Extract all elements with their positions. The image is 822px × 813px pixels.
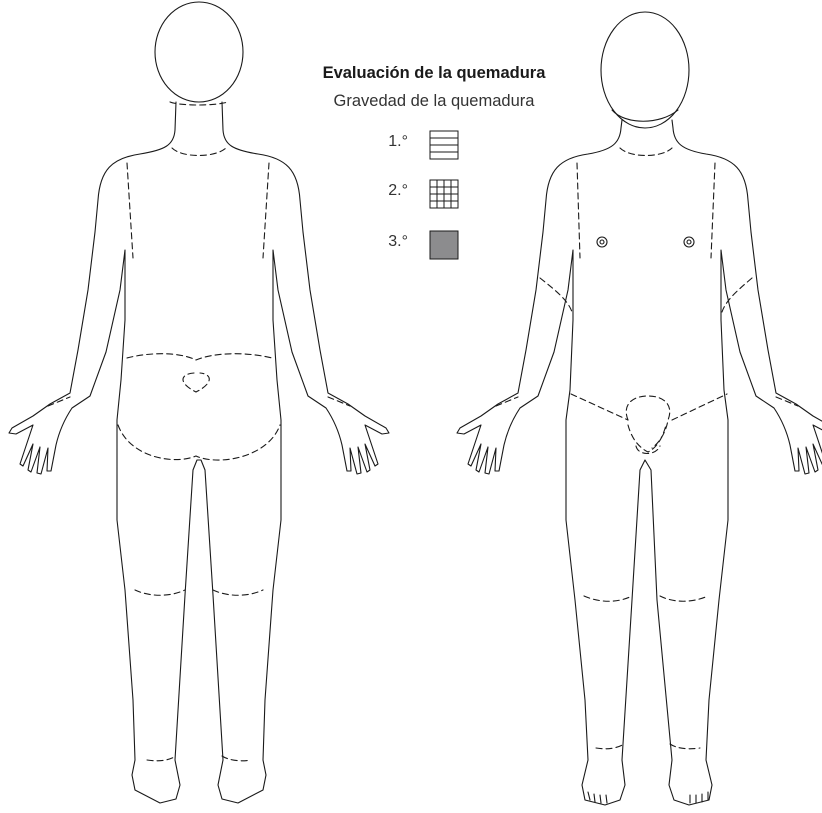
back-ankle-right bbox=[147, 756, 176, 761]
front-body-outline bbox=[457, 120, 822, 805]
back-buttock-curve bbox=[183, 373, 209, 392]
front-shoulder-left bbox=[711, 163, 715, 258]
back-wrist-left bbox=[328, 397, 350, 406]
legend-subtitle: Gravedad de la quemadura bbox=[280, 90, 588, 112]
back-shoulder-right bbox=[127, 163, 133, 258]
front-nipple-left bbox=[684, 237, 694, 247]
back-head bbox=[155, 2, 243, 102]
back-buttock-top bbox=[127, 354, 272, 360]
front-upper-arm-left bbox=[722, 278, 752, 312]
front-neck-line bbox=[620, 148, 672, 156]
front-genital-area bbox=[626, 396, 670, 448]
front-nipple-right-center bbox=[600, 240, 604, 244]
front-shoulder-right bbox=[577, 163, 580, 258]
front-genital-lower bbox=[628, 425, 666, 454]
swatch-second-degree bbox=[430, 180, 458, 208]
back-neck-line-bottom bbox=[172, 148, 226, 156]
legend-swatches bbox=[430, 131, 458, 259]
back-wrist-right bbox=[48, 397, 70, 406]
front-nipple-right bbox=[597, 237, 607, 247]
front-knee-left bbox=[660, 596, 708, 601]
swatch-third-degree bbox=[430, 231, 458, 259]
back-body-outline bbox=[9, 102, 389, 803]
body-front-view bbox=[457, 12, 822, 805]
back-buttock-lower bbox=[118, 425, 280, 460]
legend-title: Evaluación de la quemadura bbox=[280, 62, 588, 84]
front-head bbox=[601, 12, 689, 128]
front-groin-line bbox=[571, 394, 727, 420]
front-nipple-left-center bbox=[687, 240, 691, 244]
front-wrist-right bbox=[496, 397, 518, 406]
front-ankle-right bbox=[596, 744, 624, 749]
front-wrist-left bbox=[776, 397, 798, 406]
back-shoulder-left bbox=[263, 163, 269, 258]
swatch-first-degree bbox=[430, 131, 458, 159]
body-back-view bbox=[9, 2, 389, 803]
back-ankle-left bbox=[222, 756, 251, 761]
front-ankle-left bbox=[670, 744, 700, 749]
burn-legend: Evaluación de la quemadura Gravedad de l… bbox=[280, 62, 588, 112]
front-knee-right bbox=[584, 596, 632, 601]
back-knee-left bbox=[213, 590, 263, 595]
back-knee-right bbox=[135, 590, 185, 595]
